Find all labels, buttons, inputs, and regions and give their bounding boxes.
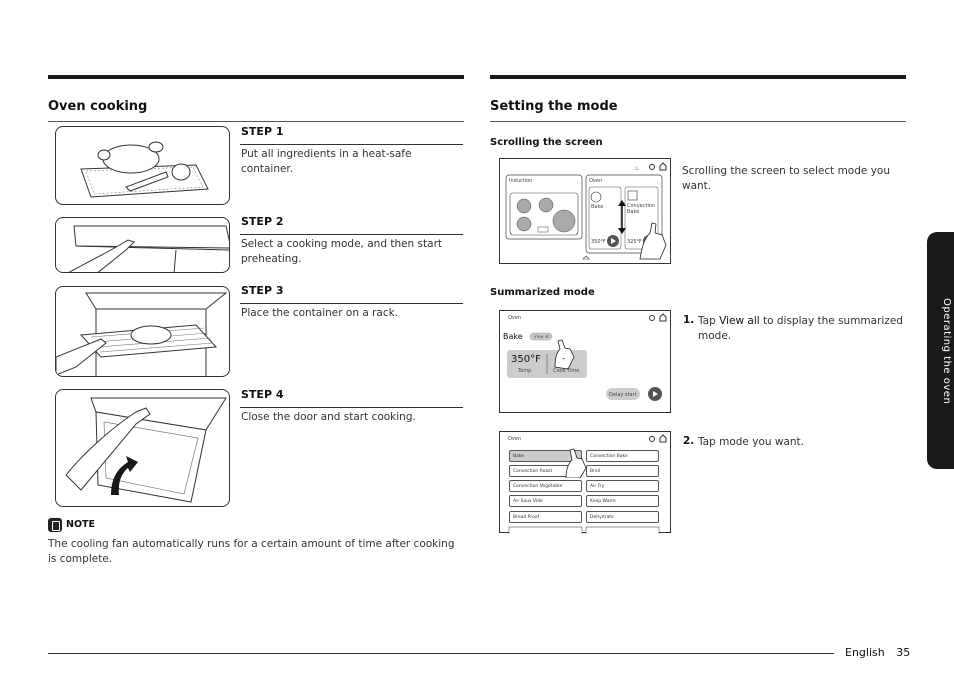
cook-time-label: Cook Time <box>553 368 580 374</box>
divider <box>240 303 463 304</box>
scrolling-heading: Scrolling the screen <box>490 137 603 148</box>
footer-language: English <box>845 646 885 659</box>
induction-label: Induction <box>509 178 533 184</box>
scrolling-text: Scrolling the screen to select mode you … <box>682 165 890 192</box>
note-text: The cooling fan automatically runs for a… <box>48 538 455 565</box>
setting-mode-title: Setting the mode <box>490 99 618 114</box>
step1-illustration <box>55 126 230 205</box>
mode-button-bake[interactable]: Bake <box>509 450 582 462</box>
mode-button-convection-vegetable[interactable]: Convection Vegetable <box>509 480 582 492</box>
view-all-link: View all <box>719 315 760 327</box>
step3-title: STEP 3 <box>241 284 284 297</box>
view-all-button[interactable]: View all <box>534 334 550 339</box>
page-number: 35 <box>896 646 911 659</box>
mode-button-dehydrate[interactable]: Dehydrate <box>586 511 659 523</box>
section-side-tab: Operating the oven <box>927 232 954 469</box>
divider <box>490 121 906 122</box>
step4-illustration <box>55 389 230 507</box>
step4-title: STEP 4 <box>241 388 284 401</box>
mode-button-convection-bake[interactable]: Convection Bake <box>586 450 659 462</box>
step2-number: 2. <box>683 435 695 447</box>
step1-text: Put all ingredients in a heat-safe conta… <box>241 148 412 175</box>
step1-number: 1. <box>683 314 695 326</box>
side-tab-label: Operating the oven <box>941 298 952 405</box>
summarized-heading: Summarized mode <box>490 287 595 298</box>
mode-button-broil[interactable]: Broil <box>586 465 659 477</box>
divider <box>240 144 463 145</box>
mode-button-keep-warm[interactable]: Keep Warm <box>586 495 659 507</box>
step1-title: STEP 1 <box>241 125 284 138</box>
temp-350: 350°F <box>591 239 606 245</box>
step3-text: Place the container on a rack. <box>241 307 399 319</box>
scrolling-screen: ♨ Induction Oven Bake Convection Bake 35… <box>499 158 671 264</box>
back-oven[interactable]: Oven <box>508 436 522 442</box>
step2-title: STEP 2 <box>241 215 284 228</box>
footer: English 35 <box>845 646 910 659</box>
left-top-bar <box>48 75 464 79</box>
note-label: NOTE <box>66 519 95 530</box>
temp-value[interactable]: 350°F <box>511 354 541 365</box>
svg-text:♨: ♨ <box>634 165 639 172</box>
mode-bake: Bake <box>503 332 523 341</box>
step2-illustration <box>55 217 230 273</box>
step3-illustration <box>55 286 230 377</box>
temp-label: Temp <box>518 368 532 374</box>
temp-325: 325°F <box>627 239 642 245</box>
cook-time-value[interactable]: - <box>562 354 566 364</box>
summarized-screen-1: Oven Bake View all 350°F Temp - Cook Tim… <box>499 310 671 413</box>
delay-start-button[interactable]: Delay start <box>609 392 637 398</box>
oven-label: Oven <box>589 178 603 184</box>
divider <box>240 234 463 235</box>
mode-button-air-sous-vide[interactable]: Air Sous Vide <box>509 495 582 507</box>
bake-label: Bake <box>591 204 604 210</box>
mode-button-bread-proof[interactable]: Bread Proof <box>509 511 582 523</box>
oven-cooking-title: Oven cooking <box>48 99 148 114</box>
mode-button-convection-roast[interactable]: Convection Roast <box>509 465 582 477</box>
convection-bake-label: Convection Bake <box>627 203 656 215</box>
summarized-step2-text: Tap mode you want. <box>698 436 804 448</box>
summarized-step1-text: Tap View all to display the summarized m… <box>698 315 903 342</box>
summarized-screen-2: Oven Bake Convection Bake Convection Roa… <box>499 431 671 534</box>
note-icon <box>48 518 62 532</box>
right-top-bar <box>490 75 906 79</box>
divider <box>240 407 463 408</box>
divider <box>48 121 464 122</box>
footer-divider <box>48 653 834 654</box>
mode-button-air-fry[interactable]: Air Fry <box>586 480 659 492</box>
back-oven[interactable]: Oven <box>508 315 522 321</box>
step2-text: Select a cooking mode, and then start pr… <box>241 238 443 265</box>
step4-text: Close the door and start cooking. <box>241 411 416 423</box>
